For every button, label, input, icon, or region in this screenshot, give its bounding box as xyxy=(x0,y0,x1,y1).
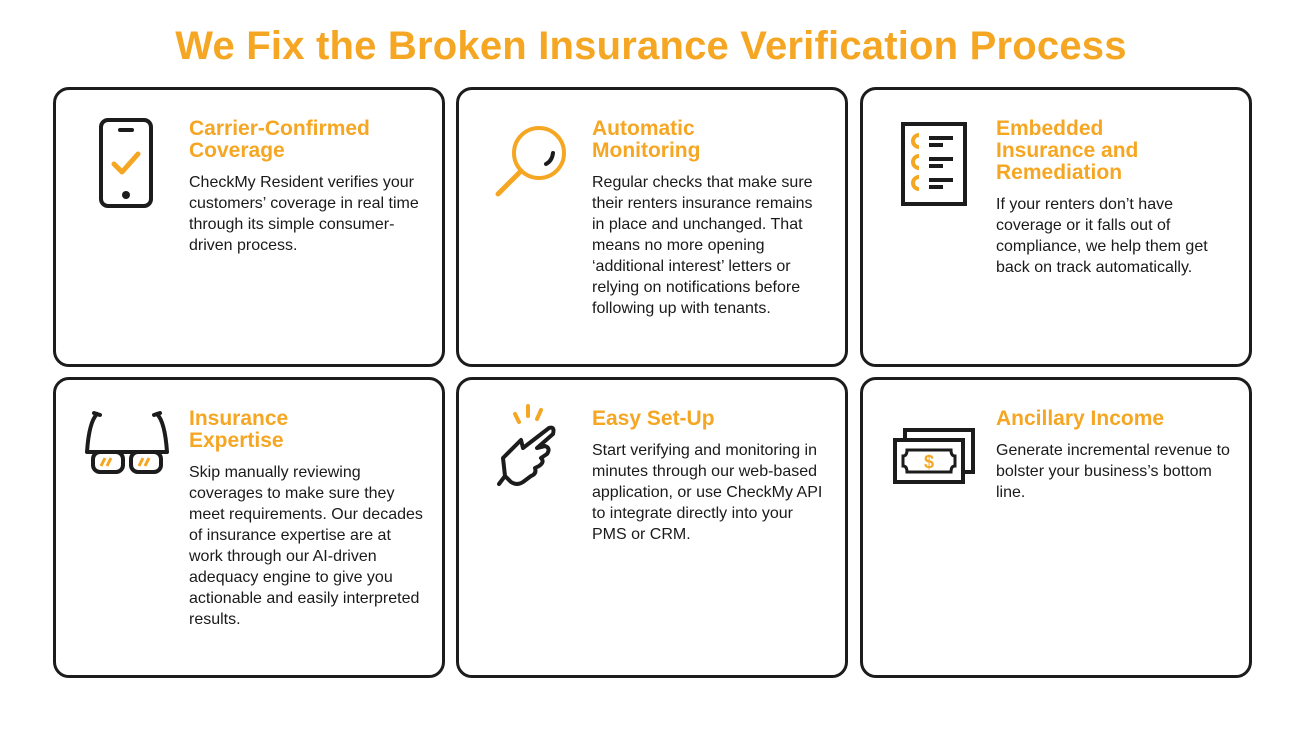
card-description: Skip manually reviewing coverages to mak… xyxy=(189,464,423,628)
feature-card-ancillary-income: $ Ancillary Income Generate incremental … xyxy=(860,377,1252,678)
card-description: Regular checks that make sure their rent… xyxy=(592,174,813,317)
feature-card-insurance-expertise: Insurance Expertise Skip manually review… xyxy=(53,377,445,678)
card-heading: Easy Set-Up xyxy=(592,407,715,430)
feature-card-automatic-monitoring: Automatic Monitoring Regular checks that… xyxy=(456,87,848,367)
dollar-bills-icon: $ xyxy=(893,428,975,484)
feature-card-easy-setup: Easy Set-Up Start verifying and monitori… xyxy=(456,377,848,678)
page-title: We Fix the Broken Insurance Verification… xyxy=(175,24,1127,68)
card-heading: Embedded Insurance and Remediation xyxy=(996,117,1139,184)
svg-text:$: $ xyxy=(924,452,934,472)
feature-card-carrier-confirmed-coverage: Carrier-Confirmed Coverage CheckMy Resid… xyxy=(53,87,445,367)
checklist-icon xyxy=(901,122,967,206)
eyeglasses-icon xyxy=(85,411,169,474)
card-description: If your renters don’t have coverage or i… xyxy=(996,196,1208,276)
pointing-hand-icon xyxy=(497,404,556,486)
card-heading: Automatic Monitoring xyxy=(592,117,701,162)
card-heading: Insurance Expertise xyxy=(189,407,289,452)
card-description: Generate incremental revenue to bolster … xyxy=(996,442,1230,501)
card-heading: Carrier-Confirmed Coverage xyxy=(189,117,370,162)
magnifying-glass-icon xyxy=(495,126,566,197)
card-description: CheckMy Resident verifies your customers… xyxy=(189,174,419,254)
phone-checkmark-icon xyxy=(99,118,153,208)
card-heading: Ancillary Income xyxy=(996,407,1165,430)
feature-card-embedded-insurance: Embedded Insurance and Remediation If yo… xyxy=(860,87,1252,367)
card-description: Start verifying and monitoring in minute… xyxy=(592,442,823,543)
